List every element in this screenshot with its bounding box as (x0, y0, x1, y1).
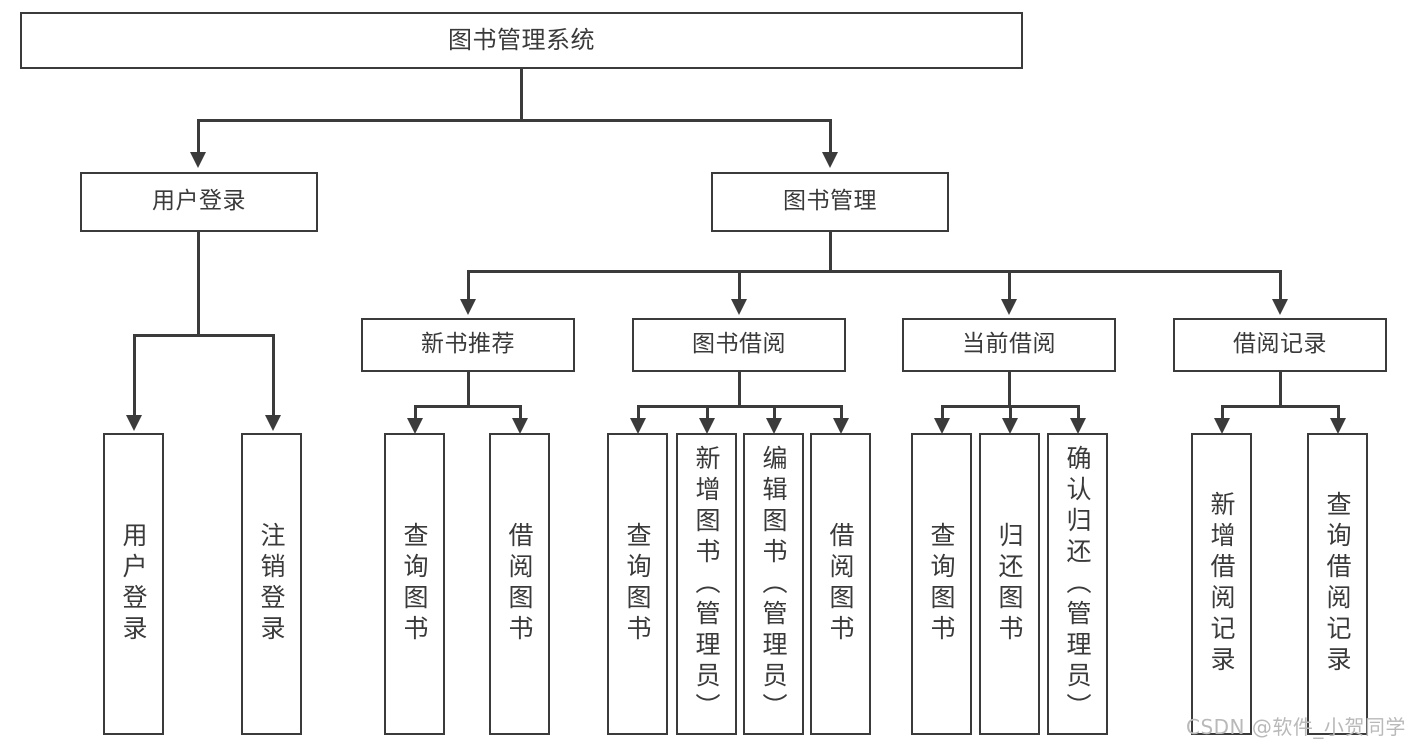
connector-borrow-record-to-leaf-1 (1221, 405, 1224, 422)
node-label: 新增借阅记录 (1207, 491, 1236, 677)
connector-book-borrow-stem (738, 372, 741, 406)
connector-book-borrow-to-leaf-4 (840, 405, 843, 422)
connector-current-borrow-to-leaf-2 (1009, 405, 1012, 422)
node-label: 图书管理 (783, 188, 877, 215)
arrow-user-login-to-leaf-2 (265, 415, 281, 431)
connector-book-borrow-to-leaf-3 (773, 405, 776, 422)
arrow-book-borrow-to-leaf-4 (833, 418, 849, 434)
node-book-management[interactable]: 图书管理 (711, 172, 949, 232)
connector-current-borrow-to-leaf-3 (1077, 405, 1080, 422)
leaf-new-book-query-book[interactable]: 查询图书 (384, 433, 445, 735)
csdn-watermark: CSDN @软件_小贺同学 (1186, 715, 1405, 739)
leaf-user-login-logout[interactable]: 注销登录 (241, 433, 302, 735)
arrow-book-borrow-to-leaf-2 (699, 418, 715, 434)
arrow-bm-to-current-borrow (1001, 299, 1017, 315)
node-label: 查询借阅记录 (1323, 491, 1352, 677)
leaf-book-borrow-borrow-book[interactable]: 借阅图书 (810, 433, 871, 735)
connector-borrow-record-to-leaf-2 (1337, 405, 1340, 422)
node-label: 查询图书 (400, 522, 429, 646)
arrow-new-book-to-leaf-1 (407, 418, 423, 434)
arrow-borrow-record-to-leaf-2 (1330, 418, 1346, 434)
arrow-current-borrow-to-leaf-2 (1002, 418, 1018, 434)
connector-bm-to-book-borrow (738, 270, 741, 300)
connector-bm-to-borrow-record (1279, 270, 1282, 300)
node-label: 借阅图书 (826, 522, 855, 646)
connector-book-management-stem (829, 232, 832, 271)
connector-root-to-user-login (197, 119, 200, 153)
connector-user-login-stem (197, 232, 200, 335)
node-current-borrow[interactable]: 当前借阅 (902, 318, 1116, 372)
leaf-current-borrow-confirm-return-admin[interactable]: 确认归还（管理员） (1047, 433, 1108, 735)
arrow-current-borrow-to-leaf-1 (934, 418, 950, 434)
connector-root-to-book-management (829, 119, 832, 153)
leaf-user-login-login[interactable]: 用户登录 (103, 433, 164, 735)
connector-new-book-to-leaf-1 (414, 405, 417, 422)
node-label: 用户登录 (152, 188, 246, 215)
connector-new-book-stem (467, 372, 470, 406)
arrow-bm-to-new-book (460, 299, 476, 315)
connector-borrow-record-bar (1221, 405, 1339, 408)
node-borrow-record[interactable]: 借阅记录 (1173, 318, 1387, 372)
node-user-login[interactable]: 用户登录 (80, 172, 318, 232)
arrow-book-borrow-to-leaf-3 (766, 418, 782, 434)
arrow-user-login-to-leaf-1 (126, 415, 142, 431)
connector-book-borrow-to-leaf-1 (637, 405, 640, 422)
connector-book-management-bar (467, 270, 1279, 273)
node-label: 确认归还（管理员） (1063, 444, 1092, 724)
node-book-borrow[interactable]: 图书借阅 (632, 318, 846, 372)
connector-new-book-to-leaf-2 (519, 405, 522, 422)
arrow-bm-to-book-borrow (731, 299, 747, 315)
connector-bm-to-current-borrow (1008, 270, 1011, 300)
arrow-root-to-book-management (822, 152, 838, 168)
leaf-book-borrow-query-book[interactable]: 查询图书 (607, 433, 668, 735)
connector-user-login-to-leaf-1 (133, 334, 136, 416)
arrow-borrow-record-to-leaf-1 (1214, 418, 1230, 434)
arrow-current-borrow-to-leaf-3 (1070, 418, 1086, 434)
connector-user-login-bar (133, 334, 274, 337)
node-label: 归还图书 (995, 522, 1024, 646)
node-root-book-management-system[interactable]: 图书管理系统 (20, 12, 1023, 69)
node-label: 图书管理系统 (448, 26, 595, 55)
arrow-new-book-to-leaf-2 (512, 418, 528, 434)
connector-user-login-to-leaf-2 (272, 334, 275, 416)
connector-borrow-record-stem (1279, 372, 1282, 406)
node-label: 借阅记录 (1233, 331, 1327, 358)
node-label: 当前借阅 (962, 331, 1056, 358)
leaf-book-borrow-edit-book-admin[interactable]: 编辑图书（管理员） (743, 433, 804, 735)
leaf-book-borrow-add-book-admin[interactable]: 新增图书（管理员） (676, 433, 737, 735)
node-label: 借阅图书 (505, 522, 534, 646)
connector-book-borrow-to-leaf-2 (706, 405, 709, 422)
connector-current-borrow-to-leaf-1 (941, 405, 944, 422)
leaf-new-book-borrow-book[interactable]: 借阅图书 (489, 433, 550, 735)
leaf-current-borrow-return-book[interactable]: 归还图书 (979, 433, 1040, 735)
node-label: 编辑图书（管理员） (759, 444, 788, 724)
connector-root-stem (520, 69, 523, 120)
arrow-bm-to-borrow-record (1272, 299, 1288, 315)
node-new-book-recommend[interactable]: 新书推荐 (361, 318, 575, 372)
node-label: 查询图书 (623, 522, 652, 646)
connector-book-borrow-bar (637, 405, 842, 408)
arrow-root-to-user-login (190, 152, 206, 168)
node-label: 新书推荐 (421, 331, 515, 358)
connector-new-book-bar (414, 405, 521, 408)
node-label: 查询图书 (927, 522, 956, 646)
node-label: 注销登录 (257, 522, 286, 646)
node-label: 新增图书（管理员） (692, 444, 721, 724)
arrow-book-borrow-to-leaf-1 (630, 418, 646, 434)
connector-current-borrow-stem (1008, 372, 1011, 406)
leaf-borrow-record-add-record[interactable]: 新增借阅记录 (1191, 433, 1252, 735)
leaf-current-borrow-query-book[interactable]: 查询图书 (911, 433, 972, 735)
node-label: 图书借阅 (692, 331, 786, 358)
connector-root-bar (197, 119, 831, 122)
leaf-borrow-record-query-record[interactable]: 查询借阅记录 (1307, 433, 1368, 735)
node-label: 用户登录 (119, 522, 148, 646)
connector-bm-to-new-book (467, 270, 470, 300)
